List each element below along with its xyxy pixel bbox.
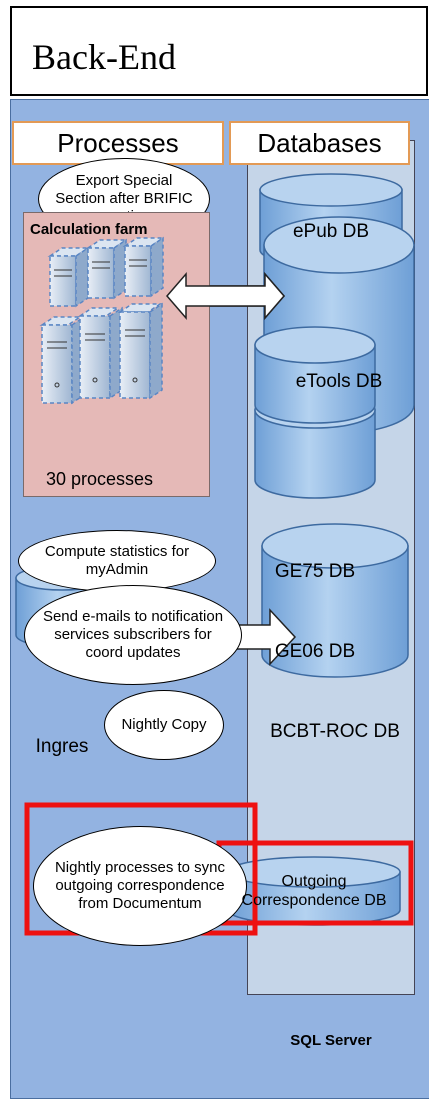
- server-icon: [47, 246, 91, 308]
- server-icon: [117, 302, 163, 400]
- ge06-db-label: GE06 DB: [274, 641, 356, 662]
- etools-db-label: eTools DB: [295, 371, 383, 392]
- compute-stats-process: Compute statistics for myAdmin: [18, 530, 216, 592]
- outgoing-db-label: Outgoing Correspondence DB: [241, 873, 387, 909]
- ge75-db-cylinder: [254, 326, 376, 424]
- nightly-copy-process: Nightly Copy: [104, 690, 224, 760]
- calc-farm-title: Calculation farm: [30, 221, 148, 238]
- bcbt-roc-db-label: BCBT-ROC DB: [270, 721, 400, 742]
- server-icon: [122, 236, 166, 298]
- outgoing-db-cylinder: [227, 856, 401, 926]
- send-emails-process: Send e-mails to notification services su…: [24, 585, 242, 685]
- epub-db-label: ePub DB: [292, 221, 370, 242]
- sql-server-label: SQL Server: [290, 1032, 372, 1049]
- title-box: Back-End: [10, 6, 428, 96]
- diagram-title: Back-End: [32, 37, 176, 77]
- ingres-label: Ingres: [35, 736, 89, 757]
- calc-farm-count: 30 processes: [46, 469, 154, 489]
- databases-header: Databases: [229, 121, 410, 165]
- server-icon: [39, 315, 85, 405]
- nightly-sync-process: Nightly processes to sync outgoing corre…: [33, 826, 247, 946]
- server-icon: [85, 238, 129, 300]
- ge75-db-label: GE75 DB: [274, 561, 356, 582]
- server-icon: [77, 306, 123, 400]
- bcbt-roc-db-cylinder: [261, 523, 409, 678]
